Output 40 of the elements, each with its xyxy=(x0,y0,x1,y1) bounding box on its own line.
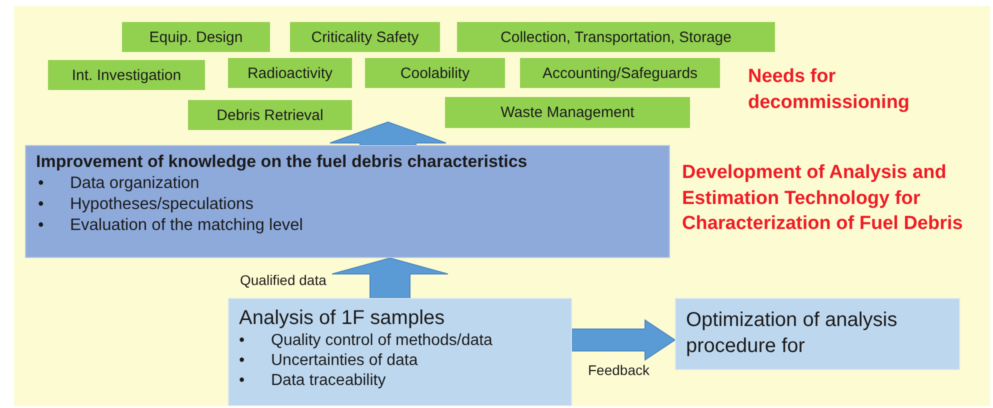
bullet-mark: • xyxy=(239,332,246,350)
need-box xyxy=(457,22,775,52)
heading-label: Development of Analysis and Estimation Technology for Characterization of Fuel Debris xyxy=(682,161,964,236)
need-label: Collection, Transportation, Storage xyxy=(500,28,732,46)
need-label: Radioactivity xyxy=(247,64,333,82)
bullet-text: Hypotheses/speculations xyxy=(70,195,254,214)
bullet-mark: • xyxy=(38,174,45,193)
need-box xyxy=(520,58,720,88)
bullet-mark: • xyxy=(239,372,246,390)
box-heading: Analysis of 1F samples xyxy=(239,307,446,330)
bullet-text: Quality control of methods/data xyxy=(271,332,492,350)
bullet-text: Evaluation of the matching level xyxy=(70,216,303,235)
bullet-mark: • xyxy=(239,352,246,370)
edge-label: Qualified data xyxy=(240,272,326,288)
box-heading: Improvement of knowledge on the fuel debris characteristics xyxy=(36,152,528,172)
knowledge-box xyxy=(25,145,670,258)
need-label: Int. Investigation xyxy=(72,66,182,84)
need-label: Coolability xyxy=(400,64,470,82)
box-text: Optimization of analysis procedure for xyxy=(686,308,898,359)
need-box xyxy=(445,97,690,128)
need-box xyxy=(188,100,352,130)
need-label: Criticality Safety xyxy=(311,28,419,46)
bullet-text: Data organization xyxy=(70,174,200,193)
bullet-text: Data traceability xyxy=(271,372,386,390)
need-box xyxy=(290,22,440,52)
need-label: Waste Management xyxy=(500,104,634,121)
process-box xyxy=(675,298,960,370)
need-label: Equip. Design xyxy=(149,28,243,46)
need-box xyxy=(228,58,352,88)
process-box xyxy=(228,298,572,406)
bullet-mark: • xyxy=(38,195,45,214)
need-box xyxy=(122,22,270,52)
bullet-text: Uncertainties of data xyxy=(271,352,418,370)
bullet-mark: • xyxy=(38,216,45,235)
need-box xyxy=(48,60,205,90)
need-label: Debris Retrieval xyxy=(216,106,324,124)
edge-label: Feedback xyxy=(588,362,650,378)
heading-label: Needs for decommissioning xyxy=(748,65,911,115)
need-box xyxy=(365,58,505,88)
need-label: Accounting/Safeguards xyxy=(542,64,698,82)
